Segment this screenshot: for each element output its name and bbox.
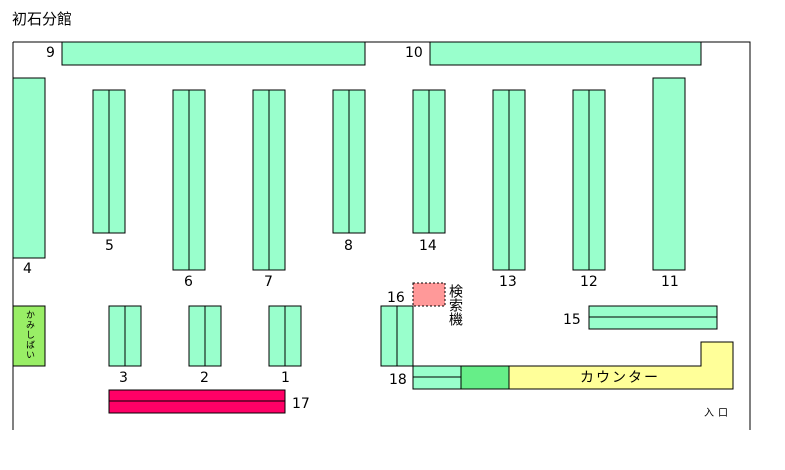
entrance-label: 入口 — [704, 408, 732, 419]
label-shelf-15: 15 — [563, 312, 581, 328]
counter-label: カウンター — [580, 370, 660, 386]
label-shelf-5: 5 — [105, 238, 114, 254]
shelf-12[interactable] — [572, 89, 606, 271]
shelf-10[interactable] — [429, 41, 702, 66]
shelf-13[interactable] — [492, 89, 526, 271]
label-shelf-9: 9 — [46, 45, 55, 61]
shelf-18[interactable] — [412, 365, 462, 390]
shelf-6[interactable] — [172, 89, 206, 271]
label-shelf-4: 4 — [23, 261, 32, 277]
shelf-2[interactable] — [188, 305, 222, 367]
shelf-11[interactable] — [652, 77, 686, 271]
shelf-near-counter[interactable] — [380, 305, 414, 367]
shelf-3[interactable] — [108, 305, 142, 367]
shelf-9[interactable] — [61, 41, 366, 66]
shelf-5[interactable] — [92, 89, 126, 234]
label-shelf-17: 17 — [292, 396, 310, 412]
label-shelf-11: 11 — [661, 274, 679, 290]
shelf-14[interactable] — [412, 89, 446, 234]
search-terminal-16[interactable] — [412, 282, 446, 307]
label-shelf-12: 12 — [580, 274, 598, 290]
shelf-1[interactable] — [268, 305, 302, 367]
kamishibai-label: かみしばい — [24, 310, 34, 360]
label-shelf-18: 18 — [389, 372, 407, 388]
search-terminal-label: 検索機 — [447, 284, 463, 326]
label-shelf-3: 3 — [119, 370, 128, 386]
counter-side-desk[interactable] — [460, 365, 510, 390]
label-shelf-14: 14 — [419, 238, 437, 254]
label-shelf-6: 6 — [184, 274, 193, 290]
label-shelf-8: 8 — [344, 238, 353, 254]
shelf-8[interactable] — [332, 89, 366, 234]
shelf-7[interactable] — [252, 89, 286, 271]
kamishibai-shelf[interactable] — [12, 305, 46, 367]
counter-desk[interactable] — [508, 341, 734, 390]
label-shelf-2: 2 — [200, 370, 209, 386]
label-shelf-10: 10 — [405, 45, 423, 61]
shelf-4[interactable] — [12, 77, 46, 259]
label-shelf-13: 13 — [499, 274, 517, 290]
label-terminal-16: 16 — [387, 290, 405, 306]
shelf-17[interactable] — [108, 389, 286, 414]
label-shelf-1: 1 — [281, 370, 290, 386]
page-title: 初石分館 — [12, 10, 73, 28]
label-shelf-7: 7 — [264, 274, 273, 290]
shelf-15[interactable] — [588, 305, 718, 330]
